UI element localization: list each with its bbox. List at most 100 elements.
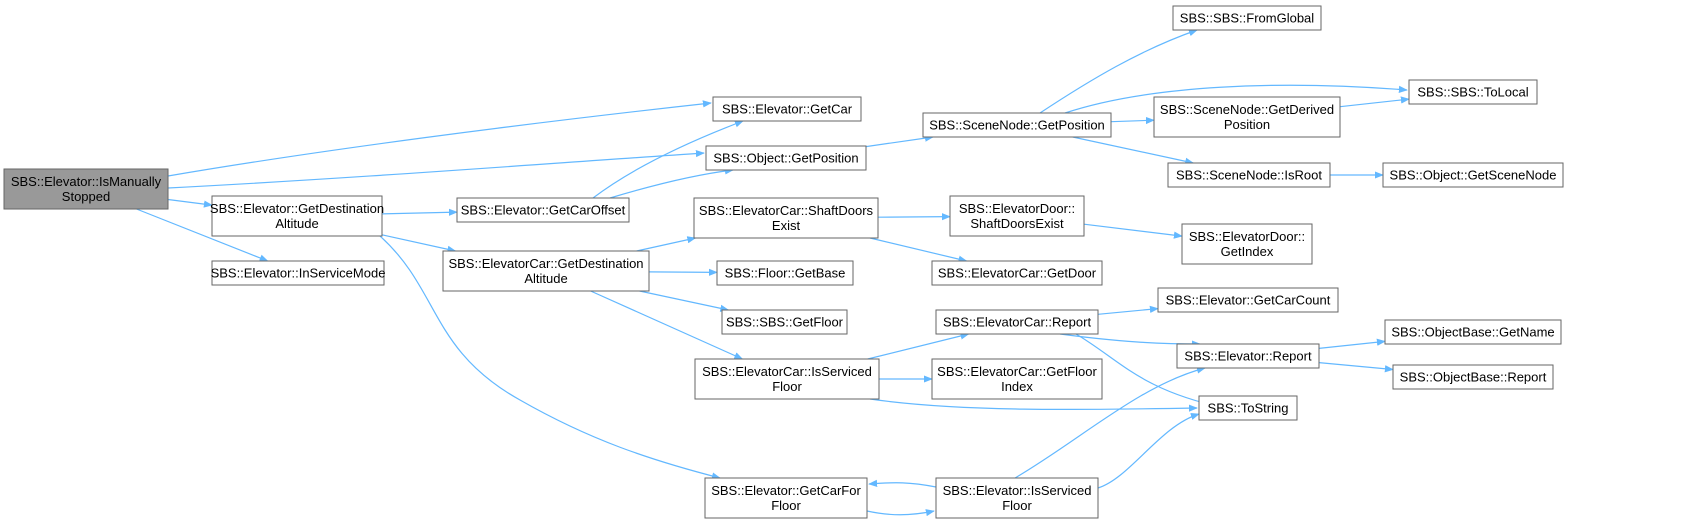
edge-elevatorcar-report-to-elevator-report bbox=[1059, 333, 1201, 348]
edge-path bbox=[1072, 136, 1195, 165]
edge-path bbox=[379, 235, 721, 480]
edges-layer bbox=[136, 29, 1410, 517]
node-box[interactable] bbox=[211, 195, 383, 237]
node-box[interactable] bbox=[1384, 319, 1562, 345]
nodes-layer: SBS::Elevator::IsManuallyStoppedSBS::Ele… bbox=[3, 5, 1564, 519]
node-label-line: Index bbox=[1001, 379, 1033, 394]
node-box[interactable] bbox=[693, 197, 879, 239]
edge-elevatorcar-is-serviced-floor-to-sbs-to-string bbox=[869, 398, 1198, 412]
node-objectbase-get-name[interactable]: SBS::ObjectBase::GetName bbox=[1384, 319, 1562, 345]
edge-elevatorcar-get-destination-altitude-to-floor-get-base bbox=[648, 268, 718, 276]
edge-path bbox=[865, 134, 934, 148]
node-box[interactable] bbox=[935, 309, 1099, 335]
node-objectbase-report[interactable]: SBS::ObjectBase::Report bbox=[1392, 364, 1554, 390]
node-elevator-in-service-mode[interactable]: SBS::Elevator::InServiceMode bbox=[211, 260, 386, 286]
node-box[interactable] bbox=[1167, 162, 1331, 188]
edge-path bbox=[1097, 412, 1200, 489]
node-scenenode-is-root[interactable]: SBS::SceneNode::IsRoot bbox=[1167, 162, 1331, 188]
edge-path bbox=[1039, 29, 1198, 114]
node-box[interactable] bbox=[1392, 364, 1554, 390]
edge-is-manually-stopped-to-elevator-get-destination-altitude bbox=[167, 198, 213, 208]
node-label-line: Floor bbox=[1002, 498, 1032, 513]
node-sbs-to-local[interactable]: SBS::SBS::ToLocal bbox=[1408, 79, 1538, 105]
node-elevatorcar-get-door[interactable]: SBS::ElevatorCar::GetDoor bbox=[931, 260, 1103, 286]
node-label-line: SBS::ObjectBase::GetName bbox=[1391, 325, 1554, 340]
node-label-line: SBS::Elevator::GetDestination bbox=[210, 201, 384, 216]
edge-path bbox=[609, 167, 734, 199]
node-scenenode-get-position[interactable]: SBS::SceneNode::GetPosition bbox=[922, 112, 1112, 138]
node-label-line: SBS::Elevator::Report bbox=[1184, 349, 1312, 364]
node-box[interactable] bbox=[712, 96, 862, 122]
edge-elevator-is-serviced-floor-to-sbs-to-string bbox=[1097, 412, 1200, 489]
node-box[interactable] bbox=[721, 309, 848, 335]
node-label-line: SBS::Elevator::InServiceMode bbox=[211, 266, 386, 281]
node-box[interactable] bbox=[456, 197, 630, 223]
node-object-get-scene-node[interactable]: SBS::Object::GetSceneNode bbox=[1382, 162, 1564, 188]
edge-elevatorcar-report-to-elevator-get-car-count bbox=[1097, 305, 1159, 315]
edge-path bbox=[167, 149, 705, 189]
node-box[interactable] bbox=[1382, 162, 1564, 188]
node-box[interactable] bbox=[931, 260, 1103, 286]
node-elevatordoor-shaft-doors-exist[interactable]: SBS::ElevatorDoor::ShaftDoorsExist bbox=[949, 195, 1085, 237]
node-label-line: SBS::ElevatorDoor:: bbox=[959, 201, 1075, 216]
node-box[interactable] bbox=[935, 477, 1099, 519]
node-box[interactable] bbox=[704, 477, 868, 519]
node-label-line: SBS::Elevator::GetCarCount bbox=[1166, 293, 1331, 308]
edge-elevator-get-car-offset-to-elevator-get-car bbox=[592, 120, 744, 199]
node-sbs-get-floor[interactable]: SBS::SBS::GetFloor bbox=[721, 309, 848, 335]
node-box[interactable] bbox=[705, 145, 867, 171]
edge-elevator-get-car-for-floor-to-elevator-is-serviced-floor bbox=[866, 509, 935, 517]
node-box[interactable] bbox=[1408, 79, 1538, 105]
node-sbs-from-global[interactable]: SBS::SBS::FromGlobal bbox=[1172, 5, 1322, 31]
edge-elevatorcar-get-destination-altitude-to-sbs-get-floor bbox=[639, 290, 730, 312]
node-elevator-report[interactable]: SBS::Elevator::Report bbox=[1176, 343, 1320, 369]
edge-elevatorcar-get-destination-altitude-to-elevatorcar-shaft-doors-exist bbox=[636, 236, 697, 252]
edge-scenenode-get-position-to-sbs-to-local bbox=[1064, 84, 1408, 114]
node-elevator-get-car-offset[interactable]: SBS::Elevator::GetCarOffset bbox=[456, 197, 630, 223]
node-box[interactable] bbox=[1181, 223, 1313, 265]
node-label-line: Stopped bbox=[62, 189, 110, 204]
node-elevatorcar-shaft-doors-exist[interactable]: SBS::ElevatorCar::ShaftDoorsExist bbox=[693, 197, 879, 239]
node-elevatorcar-report[interactable]: SBS::ElevatorCar::Report bbox=[935, 309, 1099, 335]
edge-path bbox=[636, 236, 697, 252]
edge-elevatorcar-get-destination-altitude-to-elevatorcar-is-serviced-floor bbox=[590, 290, 744, 360]
node-object-get-position[interactable]: SBS::Object::GetPosition bbox=[705, 145, 867, 171]
node-box[interactable] bbox=[922, 112, 1112, 138]
node-box[interactable] bbox=[211, 260, 385, 286]
node-box[interactable] bbox=[1176, 343, 1320, 369]
node-label-line: GetIndex bbox=[1221, 244, 1274, 259]
edge-path bbox=[1097, 305, 1159, 315]
edge-path bbox=[1075, 333, 1226, 410]
edge-elevator-get-destination-altitude-to-elevatorcar-get-destination-altitude bbox=[381, 234, 457, 253]
node-box[interactable] bbox=[1153, 96, 1341, 138]
node-elevatordoor-get-index[interactable]: SBS::ElevatorDoor::GetIndex bbox=[1181, 223, 1313, 265]
node-floor-get-base[interactable]: SBS::Floor::GetBase bbox=[716, 260, 854, 286]
node-sbs-to-string[interactable]: SBS::ToString bbox=[1198, 395, 1298, 421]
node-box[interactable] bbox=[949, 195, 1085, 237]
edge-path bbox=[1339, 96, 1410, 108]
edge-path bbox=[381, 208, 458, 216]
node-box[interactable] bbox=[716, 260, 854, 286]
edge-is-manually-stopped-to-elevator-in-service-mode bbox=[136, 208, 269, 262]
edge-path bbox=[1110, 116, 1155, 125]
node-box[interactable] bbox=[1172, 5, 1322, 31]
node-elevator-get-car-count[interactable]: SBS::Elevator::GetCarCount bbox=[1157, 287, 1339, 313]
node-box[interactable] bbox=[694, 358, 880, 400]
node-box[interactable] bbox=[442, 250, 650, 292]
node-box[interactable] bbox=[1157, 287, 1339, 313]
node-label-line: SBS::SBS::GetFloor bbox=[726, 315, 844, 330]
node-label-line: Altitude bbox=[275, 216, 318, 231]
node-elevator-get-car[interactable]: SBS::Elevator::GetCar bbox=[712, 96, 862, 122]
node-box[interactable] bbox=[931, 358, 1103, 400]
edge-scenenode-get-position-to-scenenode-get-derived-position bbox=[1110, 116, 1155, 125]
node-box[interactable] bbox=[1198, 395, 1298, 421]
